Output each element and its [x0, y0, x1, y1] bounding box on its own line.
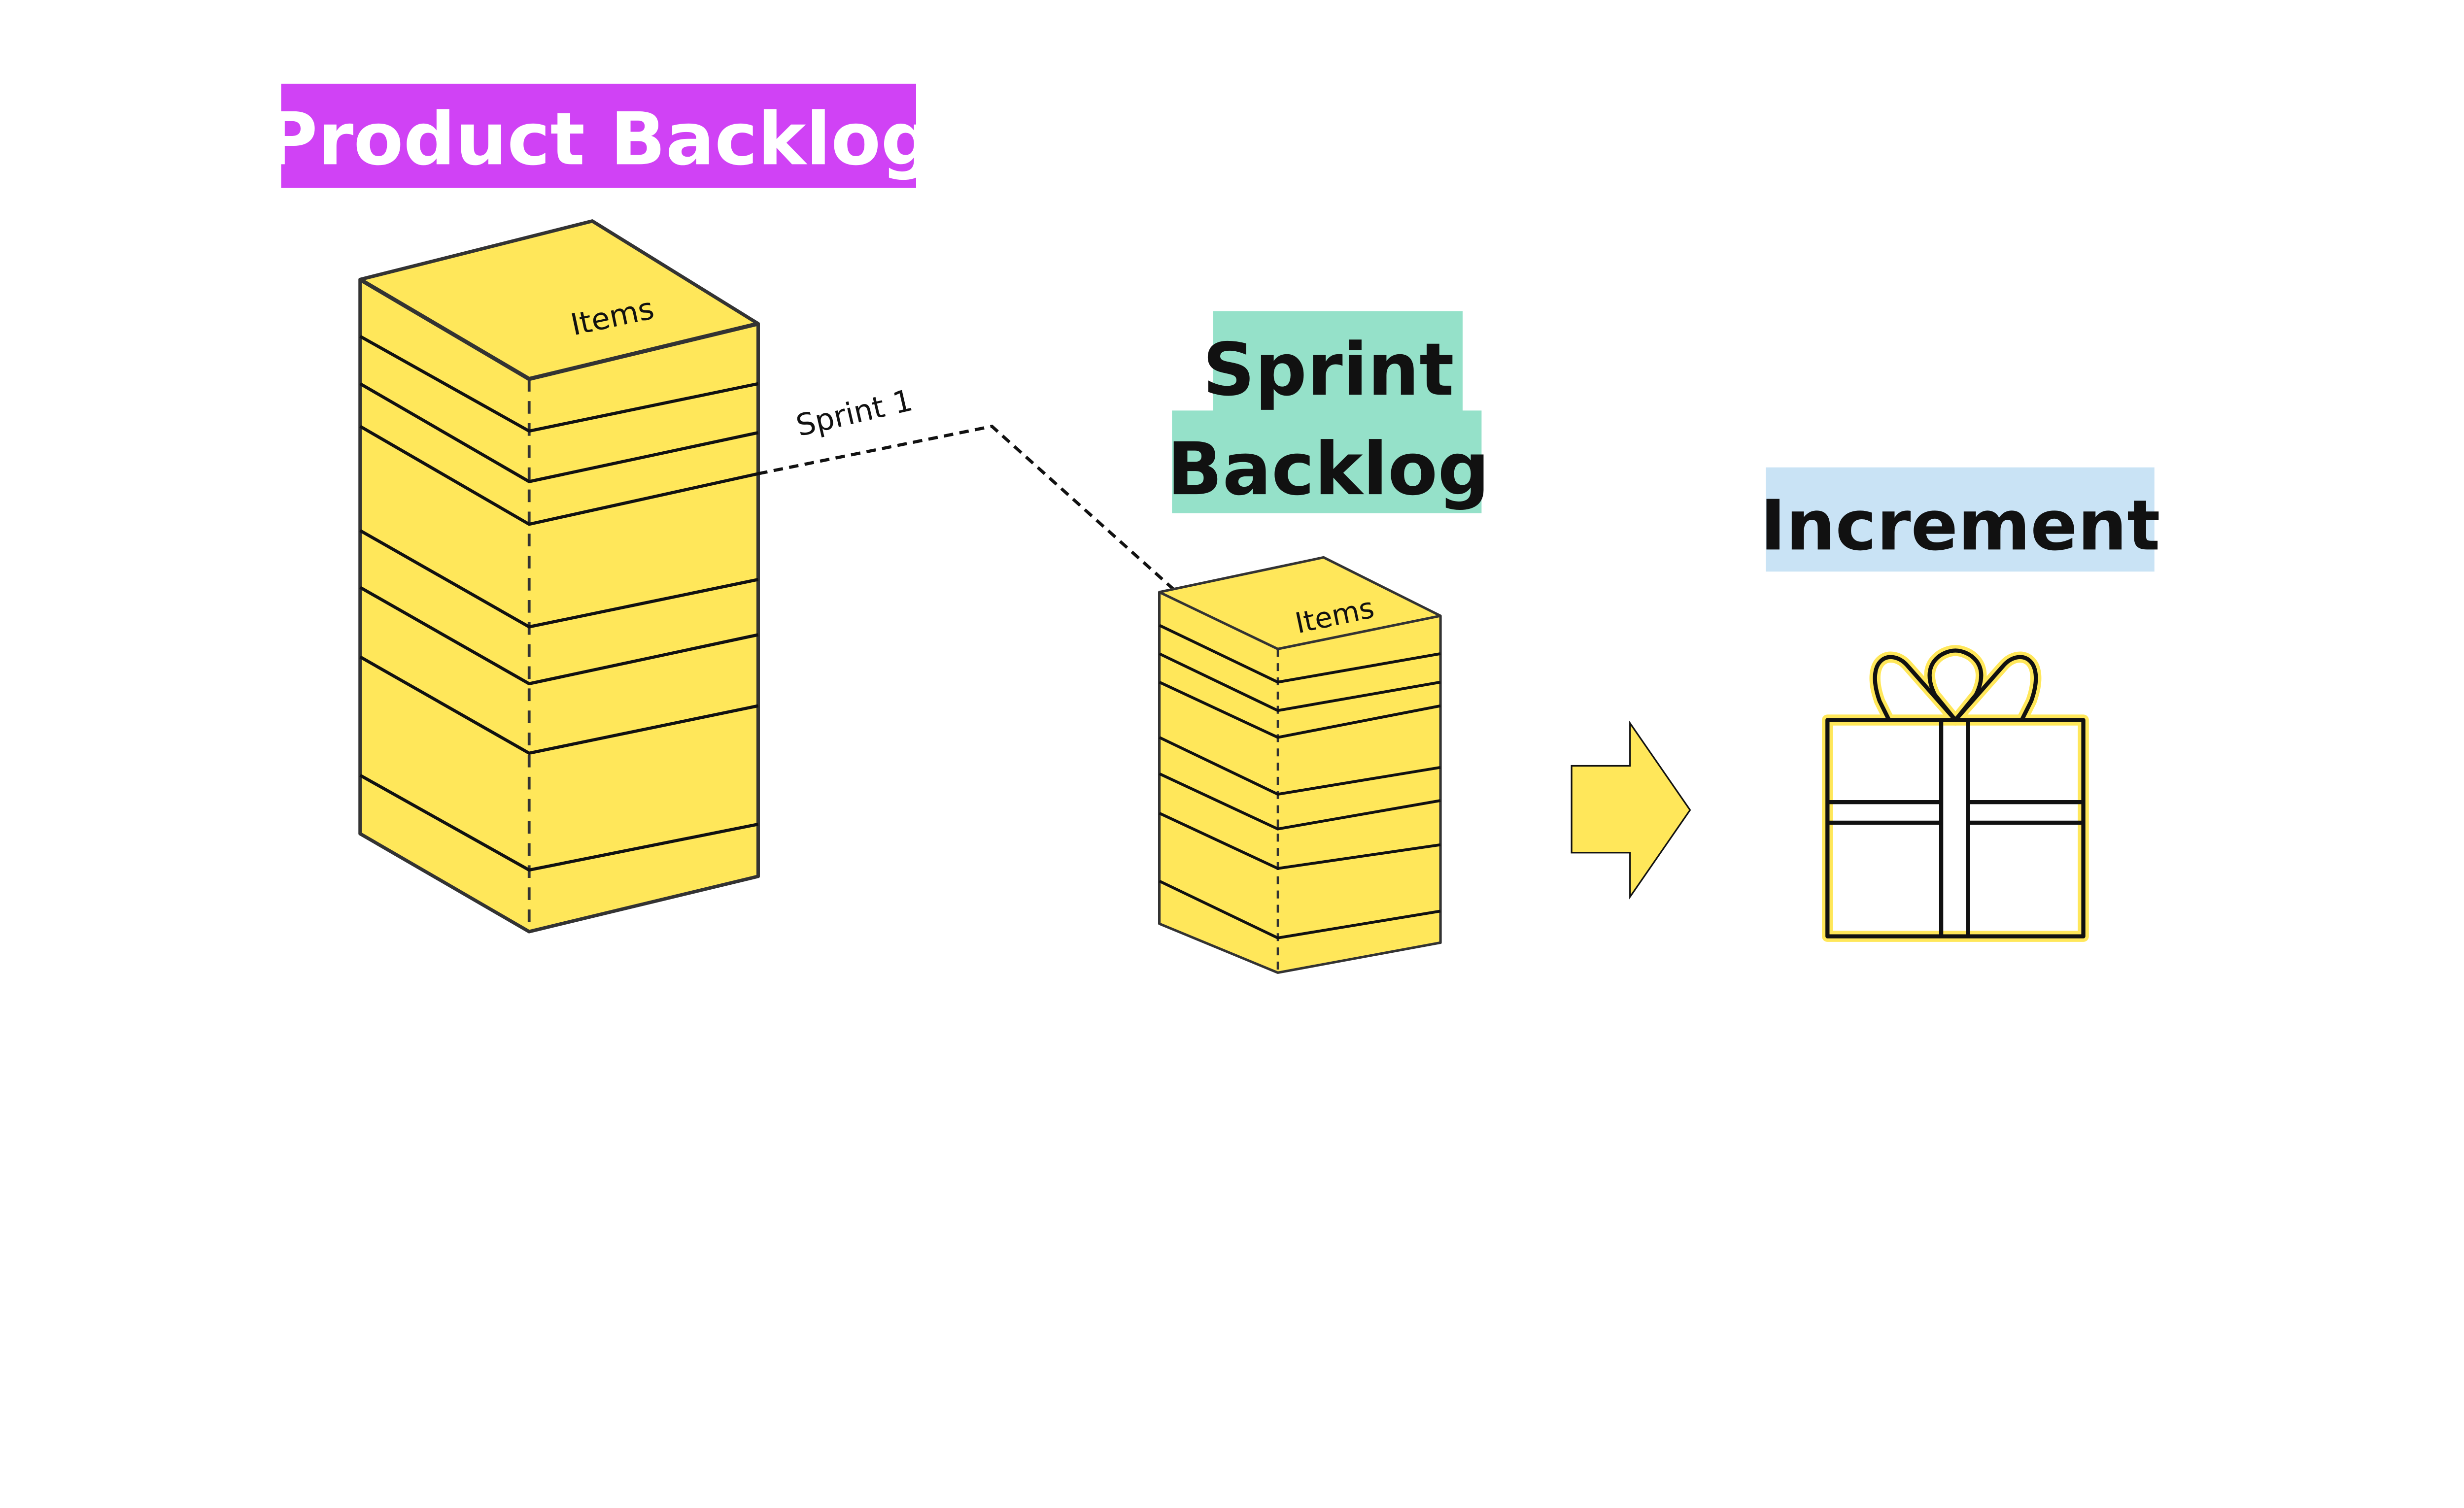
- sprint-backlog-stack: [1158, 556, 1442, 974]
- increment-title: Increment: [1760, 485, 2160, 566]
- sprint-backlog-title-line2: Backlog: [1167, 427, 1490, 511]
- increment-label: Increment: [1760, 467, 2160, 572]
- sprint-backlog-label: Sprint Backlog: [1167, 311, 1490, 513]
- sprint-selection-connector: [757, 424, 1178, 594]
- gift-icon: [1822, 645, 2089, 942]
- product-backlog-title: Product Backlog: [265, 97, 933, 181]
- product-backlog-stack: [358, 219, 760, 934]
- arrow-right-icon: [1571, 720, 1691, 900]
- product-backlog-label: Product Backlog: [265, 83, 933, 188]
- sprint-1-label: Sprint 1: [793, 383, 916, 443]
- scrum-artifacts-diagram: Product Backlog Items Sprint 1 Sprint Ba…: [265, 83, 2160, 974]
- sprint-backlog-title-line1: Sprint: [1202, 327, 1454, 412]
- product-backlog-label-bg: [281, 83, 916, 188]
